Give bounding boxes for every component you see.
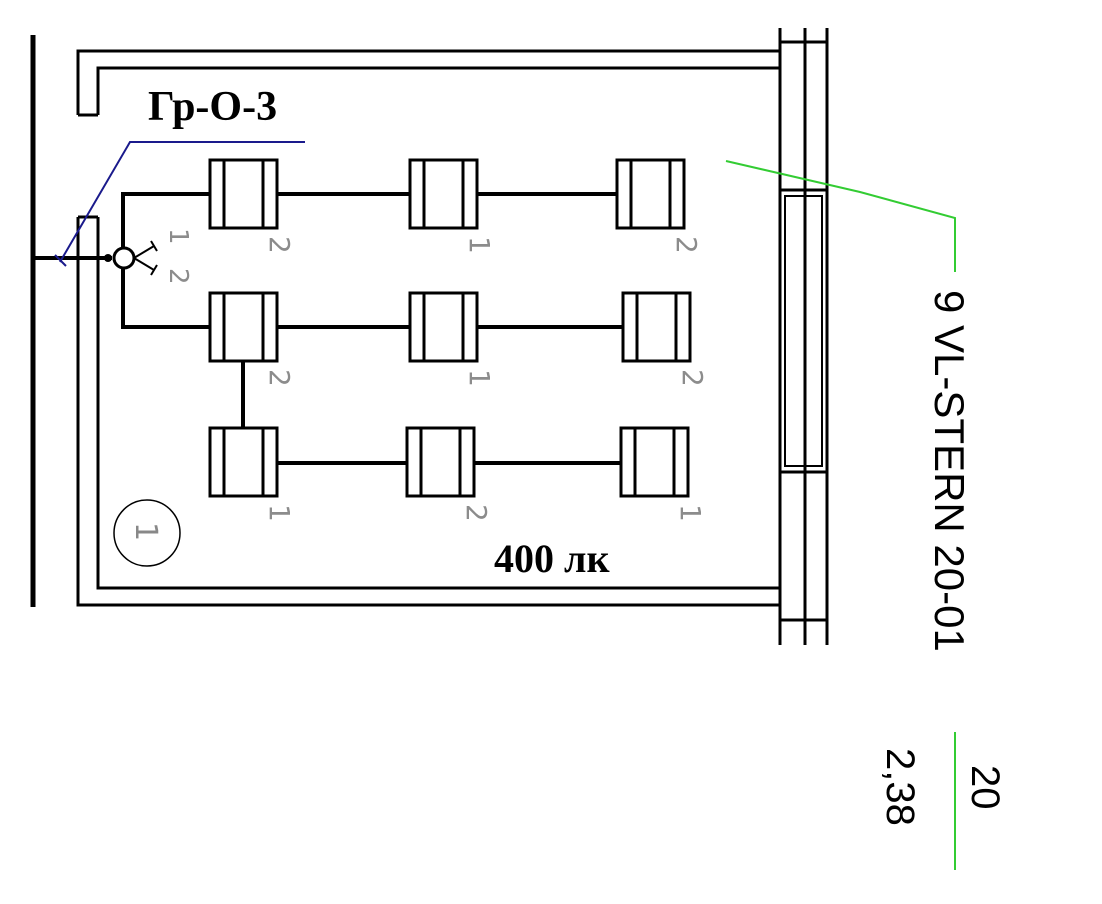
lamp-fixture: 1 bbox=[208, 426, 296, 522]
room-walls bbox=[76, 49, 780, 607]
switch-icon bbox=[112, 246, 136, 270]
lamp-label: 1 bbox=[463, 236, 496, 254]
fixture-spec: 9 VL-STERN 20-01 bbox=[926, 290, 973, 652]
room-number-circle bbox=[113, 499, 181, 567]
lamps: 2 1 2 2 1 2 1 2 1 bbox=[208, 158, 709, 522]
group-label: Гр-О-3 bbox=[148, 84, 277, 130]
spec-leader bbox=[725, 160, 956, 272]
lamp-label: 2 bbox=[263, 236, 296, 254]
window-wall bbox=[778, 28, 829, 645]
lamp-label: 2 bbox=[460, 504, 493, 522]
lamp-fixture: 2 bbox=[208, 291, 296, 387]
junction-dot bbox=[104, 254, 112, 262]
switch-label-2: 2 bbox=[163, 268, 193, 285]
lamp-label: 1 bbox=[263, 504, 296, 522]
lamp-fixture: 1 bbox=[408, 291, 496, 387]
switch-arms bbox=[133, 240, 158, 276]
lamp-fixture: 2 bbox=[208, 158, 296, 254]
power-top: 20 bbox=[963, 765, 1007, 810]
lamp-label: 2 bbox=[263, 369, 296, 387]
lamp-fixture: 1 bbox=[408, 158, 496, 254]
lamp-label: 1 bbox=[674, 504, 707, 522]
switch-label-1: 1 bbox=[163, 228, 193, 245]
lamp-label: 2 bbox=[676, 369, 709, 387]
wiring bbox=[33, 192, 623, 465]
group-leader-tick bbox=[54, 254, 67, 267]
lamp-fixture: 2 bbox=[615, 158, 703, 254]
group-leader bbox=[59, 141, 305, 263]
lamp-fixture: 1 bbox=[619, 426, 707, 522]
power-bottom: 2,38 bbox=[878, 748, 922, 826]
lamp-fixture: 2 bbox=[621, 291, 709, 387]
lamp-label: 1 bbox=[463, 369, 496, 387]
room-number: 1 bbox=[128, 522, 163, 541]
illuminance-label: 400 лк bbox=[494, 536, 610, 581]
lamp-fixture: 2 bbox=[405, 426, 493, 522]
lamp-label: 2 bbox=[670, 236, 703, 254]
